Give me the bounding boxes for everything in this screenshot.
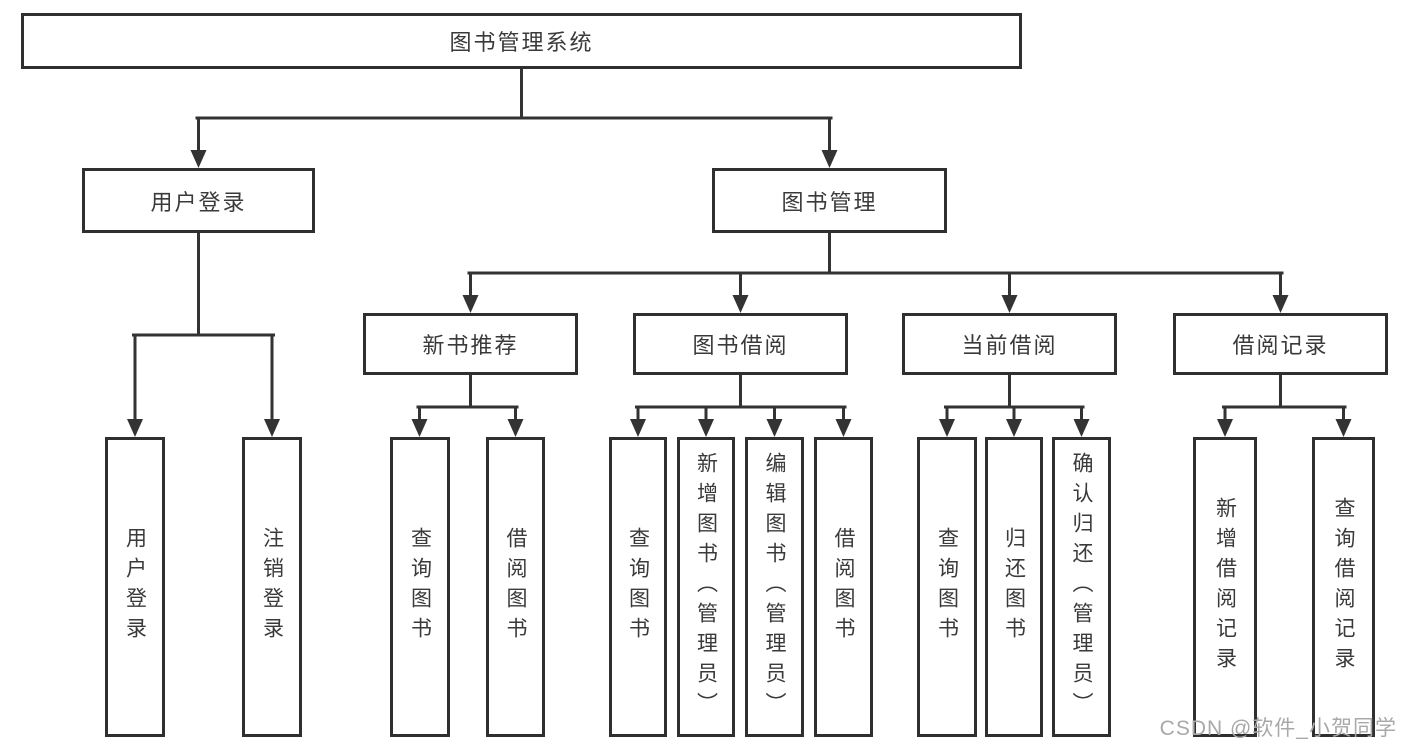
leaf-borrow-book-label: 借阅图书	[832, 527, 855, 647]
node-user-login-label: 用户登录	[150, 189, 247, 215]
leaf-query-borrow-record-label: 查询借阅记录	[1332, 497, 1355, 677]
node-book-management-label: 图书管理	[781, 189, 878, 215]
leaf-edit-book-admin-label: 编辑图书（管理员）	[763, 452, 786, 722]
leaf-add-book-admin-label: 新增图书（管理员）	[694, 452, 718, 722]
leaf-edit-book-admin: 编辑图书（管理员）	[745, 437, 804, 737]
node-root: 图书管理系统	[21, 13, 1022, 69]
leaf-current-query-book-label: 查询图书	[935, 527, 959, 647]
leaf-user-login-label: 用户登录	[123, 527, 147, 647]
leaf-recommend-query-book: 查询图书	[390, 437, 450, 737]
node-book-borrow: 图书借阅	[633, 313, 848, 375]
leaf-query-borrow-record: 查询借阅记录	[1312, 437, 1375, 737]
node-book-borrow-label: 图书借阅	[692, 333, 789, 358]
leaf-user-login: 用户登录	[105, 437, 165, 737]
leaf-add-borrow-record: 新增借阅记录	[1193, 437, 1257, 737]
leaf-confirm-return-admin: 确认归还（管理员）	[1052, 437, 1111, 737]
leaf-add-borrow-record-label: 新增借阅记录	[1213, 497, 1237, 677]
leaf-borrow-query-book-label: 查询图书	[626, 527, 650, 647]
leaf-recommend-borrow-book: 借阅图书	[486, 437, 545, 737]
csdn-watermark: CSDN @软件_小贺同学	[1159, 717, 1397, 740]
node-current-borrow-label: 当前借阅	[961, 333, 1058, 358]
node-new-book-recommend: 新书推荐	[363, 313, 578, 375]
leaf-borrow-query-book: 查询图书	[609, 437, 667, 737]
leaf-confirm-return-admin-label: 确认归还（管理员）	[1070, 452, 1093, 722]
leaf-return-book-label: 归还图书	[1002, 527, 1026, 647]
node-borrow-record: 借阅记录	[1173, 313, 1388, 375]
leaf-current-query-book: 查询图书	[917, 437, 977, 737]
node-root-label: 图书管理系统	[449, 30, 594, 55]
leaf-borrow-book: 借阅图书	[814, 437, 873, 737]
leaf-recommend-query-book-label: 查询图书	[408, 527, 432, 647]
node-user-login: 用户登录	[82, 168, 315, 233]
node-borrow-record-label: 借阅记录	[1232, 333, 1329, 358]
leaf-return-book: 归还图书	[985, 437, 1043, 737]
leaf-recommend-borrow-book-label: 借阅图书	[504, 527, 527, 647]
leaf-logout-label: 注销登录	[260, 527, 284, 647]
node-new-book-recommend-label: 新书推荐	[422, 333, 519, 358]
node-book-management: 图书管理	[712, 168, 947, 233]
node-current-borrow: 当前借阅	[902, 313, 1117, 375]
leaf-add-book-admin: 新增图书（管理员）	[677, 437, 735, 737]
leaf-logout: 注销登录	[242, 437, 302, 737]
